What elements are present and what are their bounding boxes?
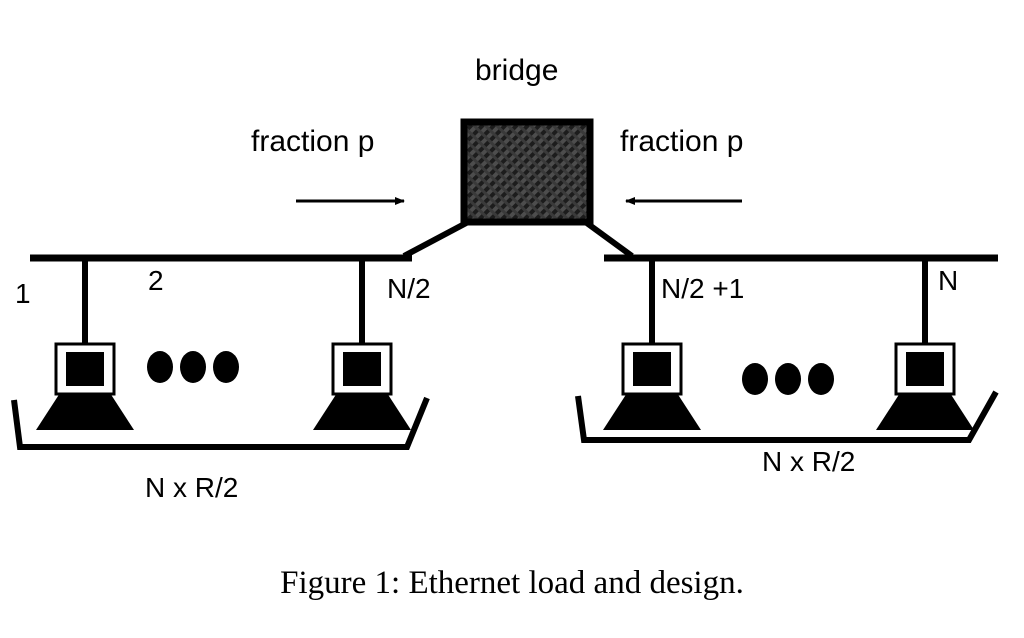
station-label-n-half-plus-1: N/2 +1 [661,273,745,304]
computer-icon [313,342,411,430]
right-ellipsis-dots [742,363,834,395]
right-capacity-label: N x R/2 [762,446,856,477]
right-capacity-bracket [575,390,999,443]
station-label-1: 1 [15,278,31,309]
station-label-n-half: N/2 [387,273,431,304]
figure-caption: Figure 1: Ethernet load and design. [280,565,744,601]
left-capacity-label: N x R/2 [145,472,239,503]
station-label-2: 2 [148,265,164,296]
bridge-box [460,118,594,226]
bridge-box-rect [460,118,594,226]
computer-icon [36,342,134,430]
left-capacity-bracket [11,396,430,450]
station-label-n: N [938,265,959,296]
right-fraction-label: fraction p [620,125,744,158]
left-ellipsis-dots [147,351,239,383]
bridge-right-link [582,218,634,259]
bridge-left-link [402,218,472,259]
left-fraction-label: fraction p [251,125,375,158]
computer-icon [876,342,974,430]
bridge-label: bridge [475,54,559,87]
computer-icon [603,342,701,430]
